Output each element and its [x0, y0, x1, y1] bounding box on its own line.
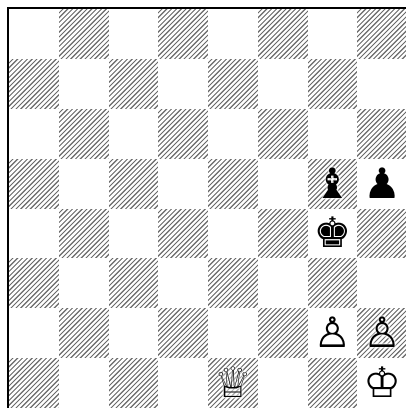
- white-king-icon[interactable]: ♔: [363, 362, 401, 404]
- square-a1[interactable]: [9, 358, 59, 408]
- square-a6[interactable]: [9, 109, 59, 159]
- square-f5[interactable]: [258, 159, 308, 209]
- square-e2[interactable]: [208, 308, 258, 358]
- square-e8[interactable]: [208, 9, 258, 59]
- square-a5[interactable]: [9, 159, 59, 209]
- square-d7[interactable]: [158, 59, 208, 109]
- square-g1[interactable]: [308, 358, 358, 408]
- square-h3[interactable]: [357, 258, 406, 308]
- square-h1[interactable]: ♔: [357, 358, 406, 408]
- square-h7[interactable]: [357, 59, 406, 109]
- square-e4[interactable]: [208, 209, 258, 259]
- square-f1[interactable]: [258, 358, 308, 408]
- square-c6[interactable]: [109, 109, 159, 159]
- square-g8[interactable]: [308, 9, 358, 59]
- square-b1[interactable]: [59, 358, 109, 408]
- square-b8[interactable]: [59, 9, 109, 59]
- square-b3[interactable]: [59, 258, 109, 308]
- square-a8[interactable]: [9, 9, 59, 59]
- square-e1[interactable]: ♕: [208, 358, 258, 408]
- square-h4[interactable]: [357, 209, 406, 259]
- square-f7[interactable]: [258, 59, 308, 109]
- square-e5[interactable]: [208, 159, 258, 209]
- square-h6[interactable]: [357, 109, 406, 159]
- square-d2[interactable]: [158, 308, 208, 358]
- square-d5[interactable]: [158, 159, 208, 209]
- square-h5[interactable]: ♟: [357, 159, 406, 209]
- square-c2[interactable]: [109, 308, 159, 358]
- chess-board: ♝ ♟ ♚ ♙ ♙ ♕ ♔: [7, 7, 406, 408]
- square-e7[interactable]: [208, 59, 258, 109]
- square-g3[interactable]: [308, 258, 358, 308]
- square-e6[interactable]: [208, 109, 258, 159]
- black-bishop-icon[interactable]: ♝: [314, 163, 352, 205]
- square-g7[interactable]: [308, 59, 358, 109]
- square-f6[interactable]: [258, 109, 308, 159]
- square-h2[interactable]: ♙: [357, 308, 406, 358]
- square-c3[interactable]: [109, 258, 159, 308]
- square-a7[interactable]: [9, 59, 59, 109]
- square-f2[interactable]: [258, 308, 308, 358]
- square-c1[interactable]: [109, 358, 159, 408]
- square-b7[interactable]: [59, 59, 109, 109]
- square-a4[interactable]: [9, 209, 59, 259]
- square-d8[interactable]: [158, 9, 208, 59]
- square-c7[interactable]: [109, 59, 159, 109]
- square-g6[interactable]: [308, 109, 358, 159]
- square-d6[interactable]: [158, 109, 208, 159]
- square-g2[interactable]: ♙: [308, 308, 358, 358]
- square-a2[interactable]: [9, 308, 59, 358]
- square-d3[interactable]: [158, 258, 208, 308]
- square-c8[interactable]: [109, 9, 159, 59]
- white-pawn-icon[interactable]: ♙: [314, 312, 352, 354]
- square-b5[interactable]: [59, 159, 109, 209]
- square-g4[interactable]: ♚: [308, 209, 358, 259]
- square-d1[interactable]: [158, 358, 208, 408]
- black-king-icon[interactable]: ♚: [314, 212, 352, 254]
- square-b2[interactable]: [59, 308, 109, 358]
- square-c4[interactable]: [109, 209, 159, 259]
- square-a3[interactable]: [9, 258, 59, 308]
- square-h8[interactable]: [357, 9, 406, 59]
- white-queen-icon[interactable]: ♕: [214, 362, 252, 404]
- square-f4[interactable]: [258, 209, 308, 259]
- square-c5[interactable]: [109, 159, 159, 209]
- white-pawn-icon[interactable]: ♙: [363, 312, 401, 354]
- black-pawn-icon[interactable]: ♟: [363, 163, 401, 205]
- square-d4[interactable]: [158, 209, 208, 259]
- square-f8[interactable]: [258, 9, 308, 59]
- square-b6[interactable]: [59, 109, 109, 159]
- square-g5[interactable]: ♝: [308, 159, 358, 209]
- square-e3[interactable]: [208, 258, 258, 308]
- square-b4[interactable]: [59, 209, 109, 259]
- square-f3[interactable]: [258, 258, 308, 308]
